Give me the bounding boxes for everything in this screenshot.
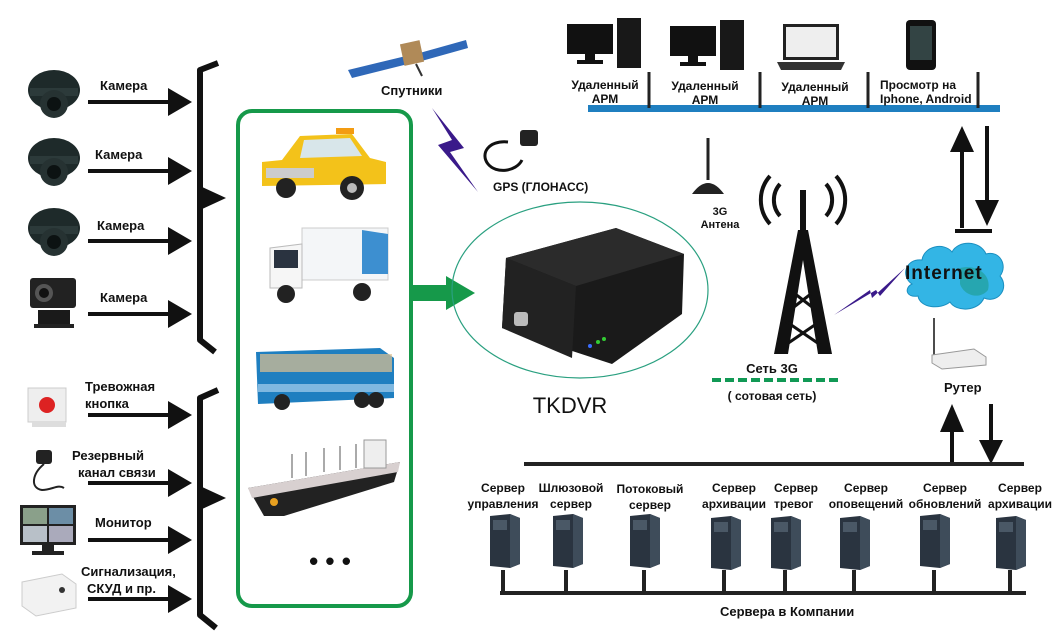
servers-caption: Сервера в Компании	[720, 604, 855, 619]
taxi-icon	[262, 128, 386, 200]
server-drops	[501, 570, 1012, 593]
router-icon	[931, 348, 987, 370]
smartphone-icon	[906, 20, 936, 70]
internet-label: Internet	[905, 263, 983, 284]
dvr-device-icon	[502, 228, 684, 364]
input-label: Сигнализация,СКУД и пр.	[81, 564, 176, 596]
arrowhead	[168, 585, 192, 613]
server-tower-icon	[490, 514, 520, 568]
arrowhead	[168, 401, 192, 429]
desktop-pc-icon	[670, 20, 744, 70]
arrowhead	[168, 469, 192, 497]
bracket-peripherals	[197, 387, 220, 631]
cell-tower-icon	[758, 174, 848, 354]
gps-antenna-icon	[483, 130, 538, 172]
input-label: Монитор	[95, 515, 152, 530]
internet-cloud-icon	[905, 242, 1005, 310]
arrowhead	[168, 227, 192, 255]
desktop-pc-icon	[567, 18, 641, 68]
bracket-peripherals-point	[200, 486, 226, 510]
server-tower-icon	[840, 516, 870, 570]
vehicle-camera-icon	[30, 278, 76, 328]
input-label: Камера	[100, 78, 148, 93]
ship-icon	[248, 439, 400, 516]
server-tower-icon	[711, 516, 741, 570]
dvr-title: TKDVR	[532, 393, 608, 418]
input-label: Камера	[100, 290, 148, 305]
bus-icon	[256, 348, 394, 410]
network-3g-label: Сеть 3G	[746, 361, 798, 376]
truck-icon	[269, 227, 389, 303]
server-tower-icon	[553, 514, 583, 568]
microphone-icon	[33, 450, 65, 492]
bracket-cameras-point	[200, 186, 226, 210]
arrowhead	[168, 157, 192, 185]
satellite-label: Спутники	[381, 83, 443, 98]
server-tower-icon	[630, 514, 660, 568]
green-arrow-head	[446, 276, 475, 310]
laptop-icon	[777, 24, 845, 70]
arrowhead	[168, 300, 192, 328]
arrowhead	[168, 88, 192, 116]
network-cellular-label: ( сотовая сеть)	[727, 389, 817, 403]
input-label: Камера	[97, 218, 145, 233]
vehicles-frame	[236, 109, 413, 608]
server-tower-icon	[996, 516, 1026, 570]
server-tower-icon	[771, 516, 801, 570]
router-label: Рутер	[944, 380, 982, 395]
gps-label: GPS (ГЛОНАСС)	[493, 180, 589, 194]
lightning-gps	[432, 108, 478, 192]
3g-antenna-icon	[692, 138, 724, 194]
monitor-icon	[20, 505, 76, 555]
alarm-box-icon	[21, 573, 77, 617]
lightning-internet	[834, 268, 905, 315]
arrowhead	[168, 526, 192, 554]
green-arrow-shaft	[411, 285, 449, 301]
dvr-ellipse	[451, 201, 709, 379]
satellite-icon	[348, 40, 468, 78]
dome-camera-icon	[28, 138, 80, 186]
client-network-bus	[588, 105, 1000, 112]
dome-camera-icon	[28, 70, 80, 118]
more-vehicles-indicator: • • •	[309, 546, 351, 576]
dome-camera-icon	[28, 208, 80, 256]
panic-button-icon	[27, 387, 67, 427]
peripheral-arrows	[88, 401, 192, 613]
server-tower-icon	[920, 514, 950, 568]
camera-arrows	[88, 88, 192, 328]
input-label: Камера	[95, 147, 143, 162]
